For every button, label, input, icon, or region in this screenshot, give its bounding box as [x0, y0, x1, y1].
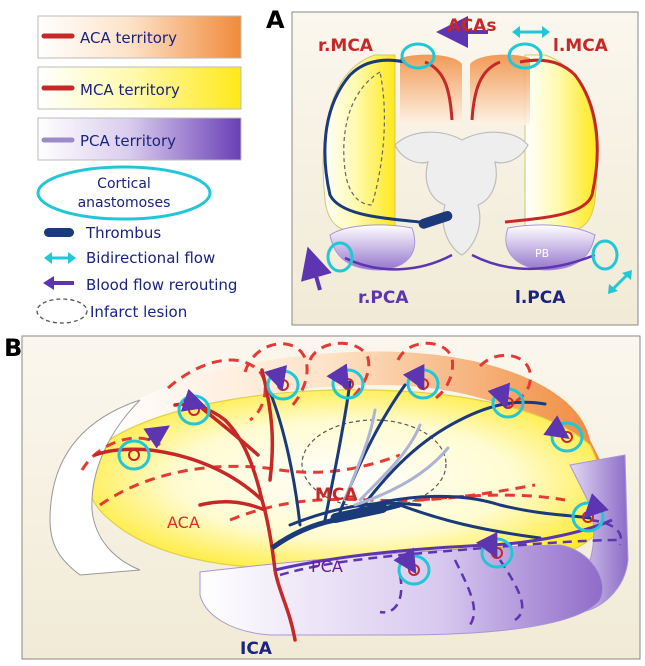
l-pca-vessel — [471, 253, 596, 271]
mca-label-b: MCA — [315, 485, 358, 505]
legend-rerouting: Blood flow rerouting — [43, 276, 237, 294]
frontal-pole — [49, 399, 141, 576]
rerouting-arrow-a-bottom — [301, 246, 332, 291]
legend-cortical-line1: Cortical — [97, 176, 151, 192]
legend-mca-territory: MCA territory — [37, 66, 242, 110]
legend-infarct-label: Infarct lesion — [90, 303, 187, 321]
l-aca-vessel — [470, 60, 501, 121]
legend-infarct: Infarct lesion — [36, 298, 187, 324]
legend-thrombus: Thrombus — [44, 224, 161, 242]
r-pca-label: r.PCA — [358, 288, 409, 308]
legend-aca-label: ACA territory — [80, 29, 177, 47]
l-aca-territory — [470, 54, 530, 125]
legend-pca-territory: PCA territory — [37, 117, 242, 161]
l-mca-label: l.MCA — [553, 36, 609, 56]
panel-b: B — [4, 334, 641, 660]
legend-cortical-anastomoses: Cortical anastomoses — [36, 165, 212, 221]
aca-territory-b — [105, 351, 600, 470]
legend-rerouting-label: Blood flow rerouting — [86, 276, 237, 294]
l-pca-label: l.PCA — [515, 288, 566, 308]
central-structures — [394, 131, 529, 256]
anastomosis-a-top-r — [400, 42, 436, 70]
anastomosis-a-bottom-l — [591, 239, 619, 271]
pca-label-b: PCA — [311, 557, 343, 576]
panel-a: A PB ACAs — [266, 6, 639, 326]
r-mca-label: r.MCA — [318, 36, 374, 56]
legend-aca-territory: ACA territory — [37, 15, 242, 59]
legend-thrombus-label: Thrombus — [85, 224, 161, 242]
artist-initials: PB — [535, 247, 549, 260]
pca-dashed-paths — [279, 518, 623, 626]
legend-cortical-line2: anastomoses — [78, 195, 171, 211]
legend-pca-label: PCA territory — [80, 132, 176, 150]
infarct-lesion-a — [343, 71, 385, 206]
legend: ACA territory MCA territory PCA territor… — [36, 15, 242, 324]
r-mca-vessel — [323, 58, 421, 224]
l-mca-vessel — [504, 58, 599, 224]
panel-a-letter: A — [266, 6, 285, 34]
bidirectional-arrow-a-bottom — [610, 272, 630, 292]
acas-label: ACAs — [448, 16, 497, 36]
rerouting-arrows-b — [143, 363, 609, 575]
ica-label-b: ICA — [240, 639, 273, 659]
r-aca-territory — [400, 54, 462, 125]
legend-mca-label: MCA territory — [80, 81, 180, 99]
legend-bidirectional-label: Bidirectional flow — [86, 249, 215, 267]
panel-b-letter: B — [4, 334, 22, 362]
r-pca-vessel — [344, 253, 453, 271]
mca-branches-infarct — [343, 408, 450, 507]
thrombus-a — [418, 210, 453, 229]
anastomosis-b-1 — [117, 439, 151, 471]
aca-label-b: ACA — [167, 513, 200, 532]
thrombus-b — [330, 503, 388, 523]
legend-bidirectional: Bidirectional flow — [44, 249, 215, 267]
anastomosis-a-top-l — [507, 42, 543, 70]
